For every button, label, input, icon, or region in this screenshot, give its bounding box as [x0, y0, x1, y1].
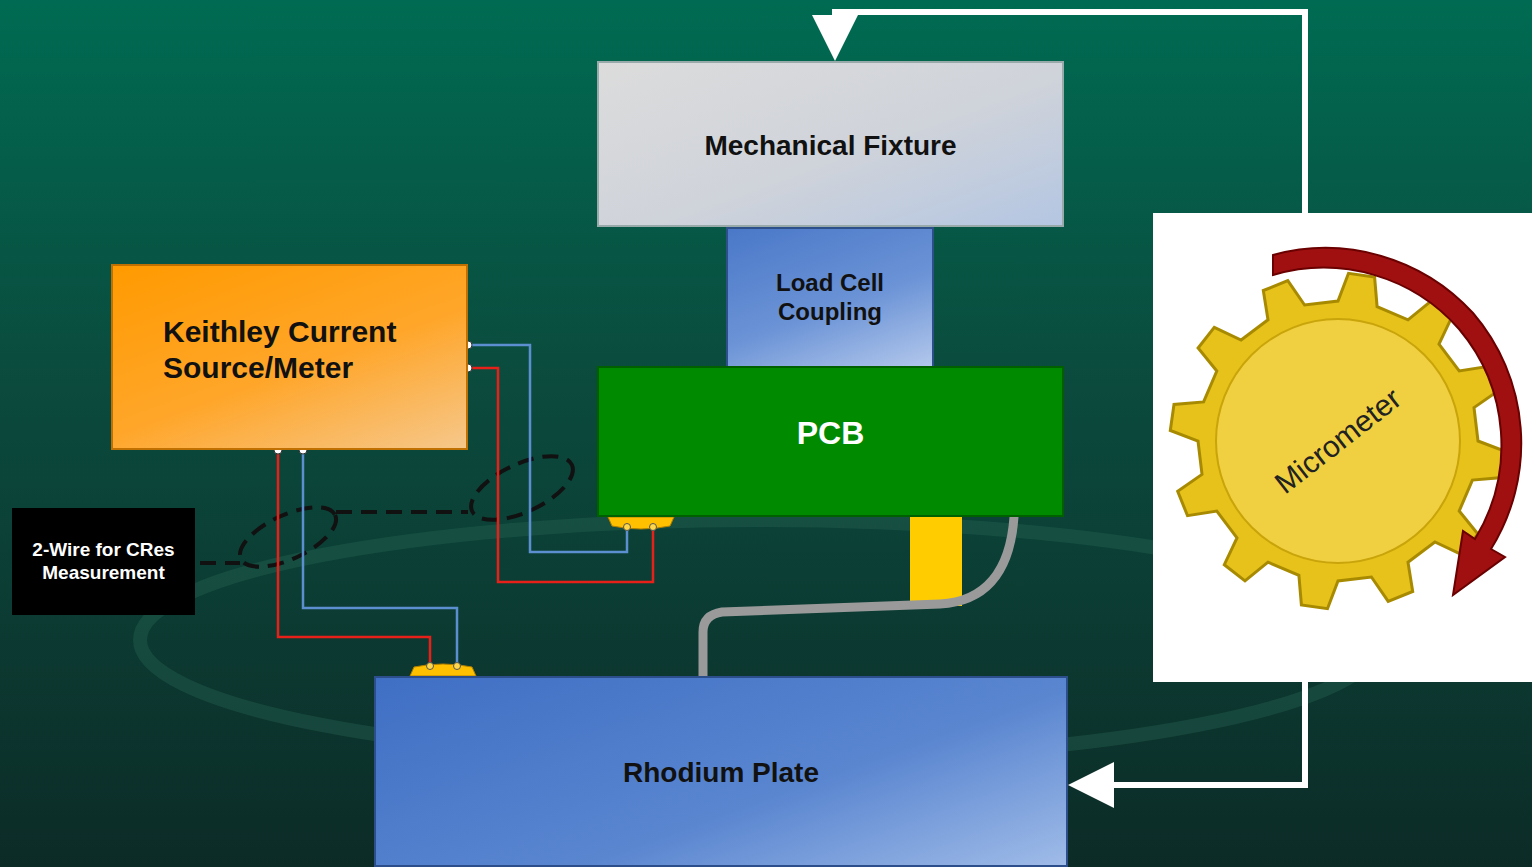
node-label: Keithley Current Source/Meter: [163, 314, 446, 386]
connector: [703, 517, 1014, 676]
connector: [299, 446, 461, 670]
node-label: Rhodium Plate: [386, 756, 1056, 790]
fixture-box: Mechanical Fixture: [597, 61, 1064, 227]
rhodium-plate: Rhodium Plate: [374, 676, 1068, 867]
node-label: 2-Wire for CRes Measurement: [24, 539, 183, 585]
pcb-board: PCB: [597, 366, 1064, 517]
callout-leader: [200, 443, 582, 579]
pcb-pad: [608, 517, 674, 529]
probe-pin: [910, 517, 962, 606]
connector: [274, 446, 434, 670]
node-label: Load Cell Coupling: [736, 269, 924, 327]
instrument-box: Keithley Current Source/Meter: [111, 264, 468, 450]
connector: [1068, 682, 1305, 808]
plate-pad: [410, 664, 476, 676]
node-label: PCB: [609, 414, 1052, 452]
callout-box: 2-Wire for CRes Measurement: [12, 508, 195, 615]
micrometer-panel: Micrometer: [1153, 213, 1532, 682]
load-cell-box: Load Cell Coupling: [726, 227, 934, 369]
node-label: Mechanical Fixture: [609, 129, 1052, 163]
